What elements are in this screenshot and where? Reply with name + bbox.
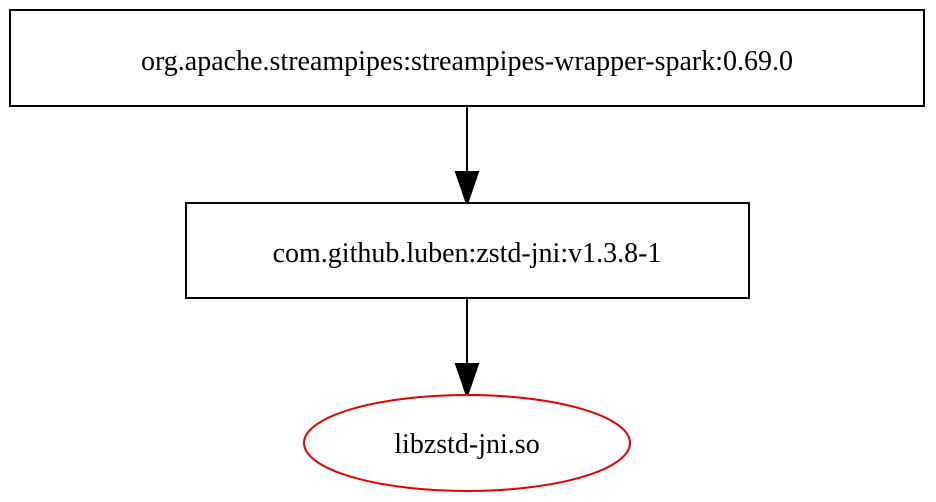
node-label: libzstd-jni.so bbox=[394, 429, 539, 460]
edge-zstd-to-libzstd bbox=[454, 298, 480, 400]
node-streampipes-wrapper-spark[interactable]: org.apache.streampipes:streampipes-wrapp… bbox=[9, 9, 925, 107]
node-zstd-jni[interactable]: com.github.luben:zstd-jni:v1.3.8-1 bbox=[185, 202, 750, 299]
node-libzstd-jni-so[interactable]: libzstd-jni.so bbox=[303, 394, 631, 492]
edge-wrapper-to-zstd bbox=[454, 106, 480, 208]
node-label: com.github.luben:zstd-jni:v1.3.8-1 bbox=[273, 238, 662, 269]
node-ellipse bbox=[303, 394, 631, 492]
arrowhead-icon bbox=[454, 171, 480, 208]
node-box bbox=[9, 9, 925, 107]
node-box bbox=[185, 202, 750, 299]
arrowhead-icon bbox=[454, 363, 480, 400]
node-label: org.apache.streampipes:streampipes-wrapp… bbox=[141, 46, 793, 77]
